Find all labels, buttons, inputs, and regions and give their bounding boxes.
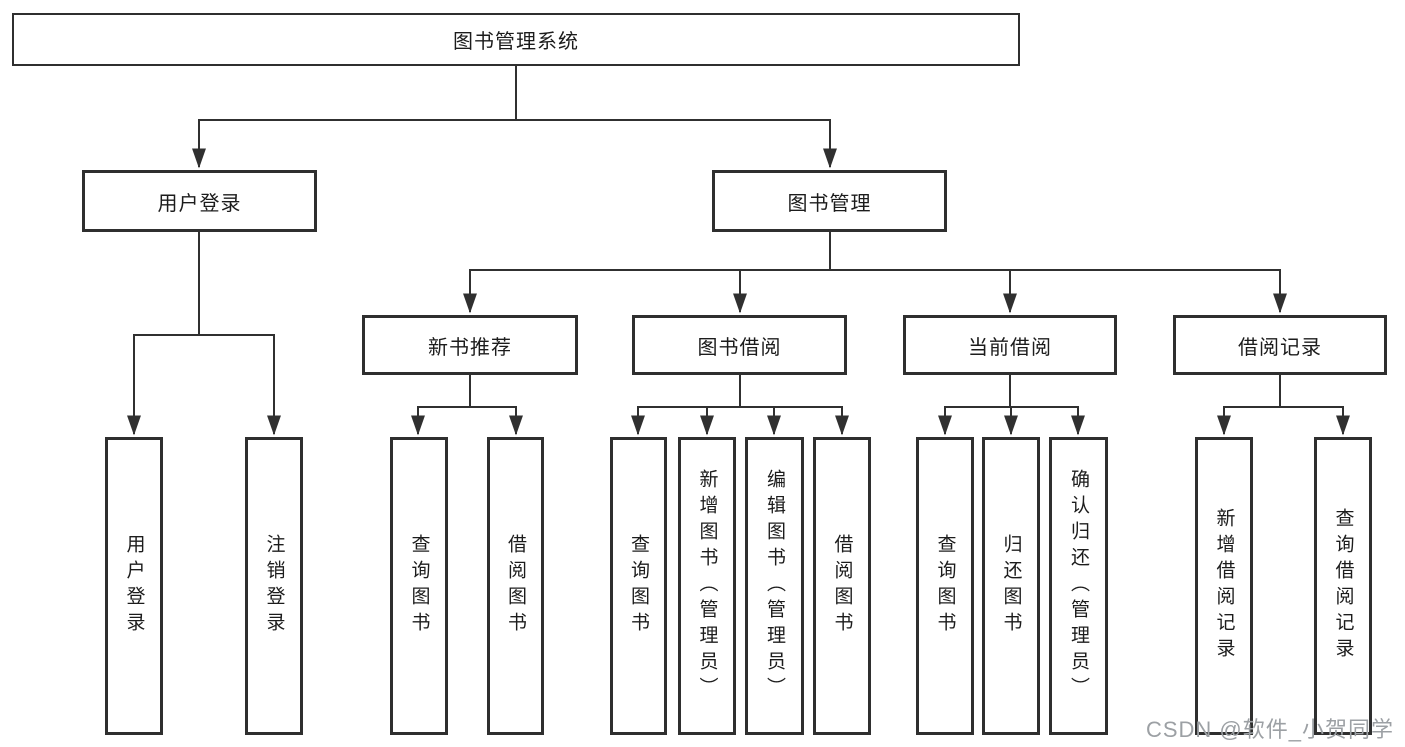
node-current-borrow: 当前借阅 bbox=[903, 315, 1117, 375]
leaf-label: 用户登录 bbox=[123, 534, 145, 638]
leaf-label: 借阅图书 bbox=[831, 534, 853, 638]
leaf-label: 新增图书（管理员） bbox=[696, 469, 718, 703]
node-book-management: 图书管理 bbox=[712, 170, 947, 232]
connector-new-book-to-leaves bbox=[411, 374, 523, 436]
leaf-label: 确认归还（管理员） bbox=[1068, 469, 1089, 703]
node-label: 新书推荐 bbox=[428, 336, 512, 359]
leaf-current-return-books: 归还图书 bbox=[982, 437, 1040, 735]
leaf-label: 借阅图书 bbox=[505, 534, 526, 638]
node-user-login: 用户登录 bbox=[82, 170, 317, 232]
leaf-borrow-edit-books-admin: 编辑图书（管理员） bbox=[745, 437, 804, 735]
leaf-label: 查询图书 bbox=[628, 534, 649, 638]
leaf-label: 注销登录 bbox=[263, 534, 285, 638]
node-label: 当前借阅 bbox=[968, 336, 1052, 359]
node-new-book-recommend: 新书推荐 bbox=[362, 315, 578, 375]
connector-book-borrow-to-leaves bbox=[631, 374, 849, 436]
leaf-label: 编辑图书（管理员） bbox=[764, 469, 785, 703]
node-label: 图书借阅 bbox=[697, 336, 782, 359]
leaf-records-add-borrow-record: 新增借阅记录 bbox=[1195, 437, 1253, 735]
leaf-current-query-books: 查询图书 bbox=[916, 437, 974, 735]
leaf-label: 查询图书 bbox=[408, 534, 430, 638]
node-book-borrow: 图书借阅 bbox=[632, 315, 847, 375]
leaf-borrow-query-books: 查询图书 bbox=[610, 437, 667, 735]
leaf-user-login: 用户登录 bbox=[105, 437, 163, 735]
leaf-borrow-add-books-admin: 新增图书（管理员） bbox=[678, 437, 736, 735]
connector-user-login-to-leaves bbox=[127, 231, 281, 436]
connector-current-borrow-to-leaves bbox=[938, 374, 1085, 436]
leaf-label: 查询借阅记录 bbox=[1332, 508, 1354, 664]
node-borrow-records: 借阅记录 bbox=[1173, 315, 1387, 375]
leaf-borrow-borrow-books: 借阅图书 bbox=[813, 437, 871, 735]
leaf-new-book-query-books: 查询图书 bbox=[390, 437, 448, 735]
node-root-system: 图书管理系统 bbox=[12, 13, 1020, 66]
leaf-label: 新增借阅记录 bbox=[1213, 508, 1235, 664]
leaf-logout: 注销登录 bbox=[245, 437, 303, 735]
leaf-label: 归还图书 bbox=[1000, 534, 1022, 638]
leaf-label: 查询图书 bbox=[934, 534, 956, 638]
connector-book-management-to-level3 bbox=[463, 231, 1287, 314]
connector-borrow-records-to-leaves bbox=[1217, 374, 1350, 436]
leaf-current-confirm-return-admin: 确认归还（管理员） bbox=[1049, 437, 1108, 735]
node-label: 图书管理系统 bbox=[453, 31, 579, 53]
node-label: 用户登录 bbox=[157, 192, 242, 215]
connector-root-to-level2 bbox=[192, 65, 837, 169]
leaf-records-query-borrow-record: 查询借阅记录 bbox=[1314, 437, 1372, 735]
leaf-new-book-borrow-books: 借阅图书 bbox=[487, 437, 544, 735]
csdn-watermark: CSDN @软件_小贺同学 bbox=[1145, 717, 1394, 742]
node-label: 图书管理 bbox=[787, 192, 872, 215]
node-label: 借阅记录 bbox=[1238, 336, 1322, 359]
